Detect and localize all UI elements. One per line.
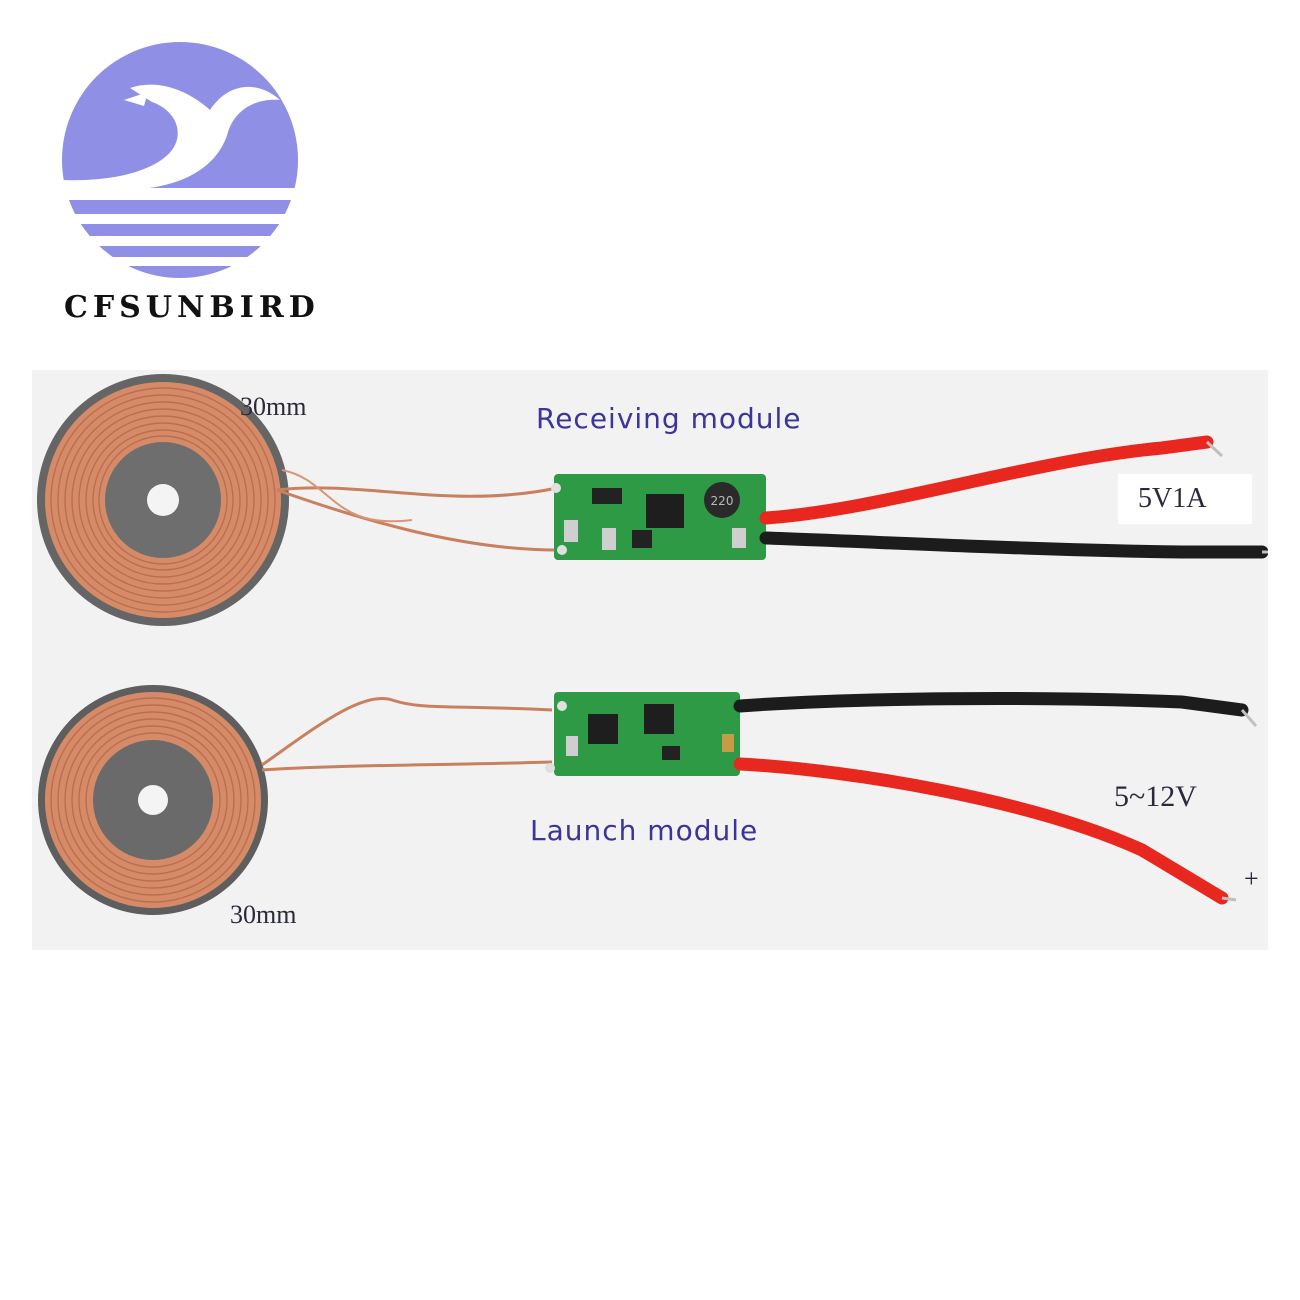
polarity-plus: + [1244,864,1259,893]
transmitter-coil-size: 30mm [230,900,297,929]
receiver-output: 5V1A [1118,474,1252,524]
receiver-pcb: 220 [551,474,766,560]
logo [60,40,300,285]
receiver-title: Receiving module [536,402,802,435]
inductor-marking: 220 [711,494,734,508]
product-photo: 220 [32,370,1268,950]
receiver-coil-size: 30mm [240,392,307,421]
transmitter-title: Launch module [530,814,759,847]
transmitter-coil [38,685,268,915]
transmitter-input: 5~12V [1114,780,1197,813]
receiver-coil [37,374,289,626]
wireless-charging-modules-illustration: 220 [37,374,1268,915]
sunbird-logo-icon [60,42,298,278]
brand-name: CFSUNBIRD [64,290,320,325]
transmitter-pcb [545,692,740,776]
